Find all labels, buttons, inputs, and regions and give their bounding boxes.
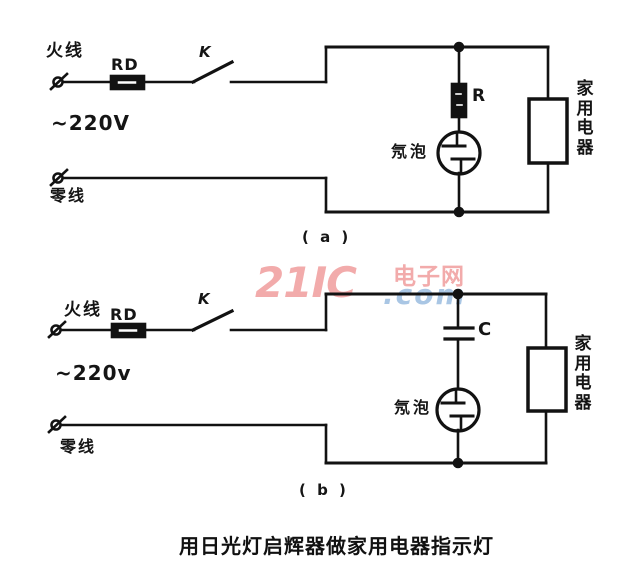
circuit-b-caption: ( b )	[299, 481, 349, 499]
live-wire-label-a: 火线	[46, 41, 84, 61]
appliance-box-a	[527, 97, 569, 165]
appliance-label-b: 家用电器	[574, 334, 592, 413]
switch-label-b: K	[198, 290, 210, 308]
neutral-terminal-slash-b	[47, 415, 67, 434]
neon-bulb-label-b: 氖泡	[394, 398, 433, 417]
neutral-wire-label-a: 零线	[50, 186, 87, 205]
voltage-label-b: ~220v	[55, 361, 132, 385]
neutral-wire-label-b: 零线	[60, 437, 97, 456]
watermark-site: 电子网	[393, 264, 465, 290]
live-terminal-slash-a	[49, 72, 69, 91]
live-wire-label-b: 火线	[64, 300, 102, 320]
fuse-label-a: RD	[111, 55, 139, 74]
switch-label-a: K	[199, 43, 211, 61]
appliance-box-b	[526, 346, 568, 413]
circuit-a-caption: ( a )	[302, 228, 352, 246]
capacitor-label-b: C	[478, 319, 492, 340]
voltage-label-a: ~220V	[51, 111, 130, 135]
fuse-label-b: RD	[110, 305, 138, 324]
watermark-brand: 21IC	[255, 258, 357, 307]
neon-bulb-b	[435, 387, 481, 433]
resistor-label-a: R	[472, 86, 486, 106]
neon-bulb-a	[436, 130, 482, 176]
switch-blade-b	[190, 308, 235, 333]
live-terminal-slash-b	[47, 320, 67, 339]
figure-caption: 用日光灯启辉器做家用电器指示灯	[179, 534, 494, 558]
switch-blade-a	[190, 59, 235, 85]
circuit-b	[47, 288, 568, 469]
neon-bulb-label-a: 氖泡	[391, 142, 430, 161]
appliance-label-a: 家用电器	[576, 79, 594, 158]
resistor-body-a	[450, 82, 468, 119]
circuit-a	[49, 41, 569, 218]
neutral-terminal-slash-a	[49, 168, 69, 187]
